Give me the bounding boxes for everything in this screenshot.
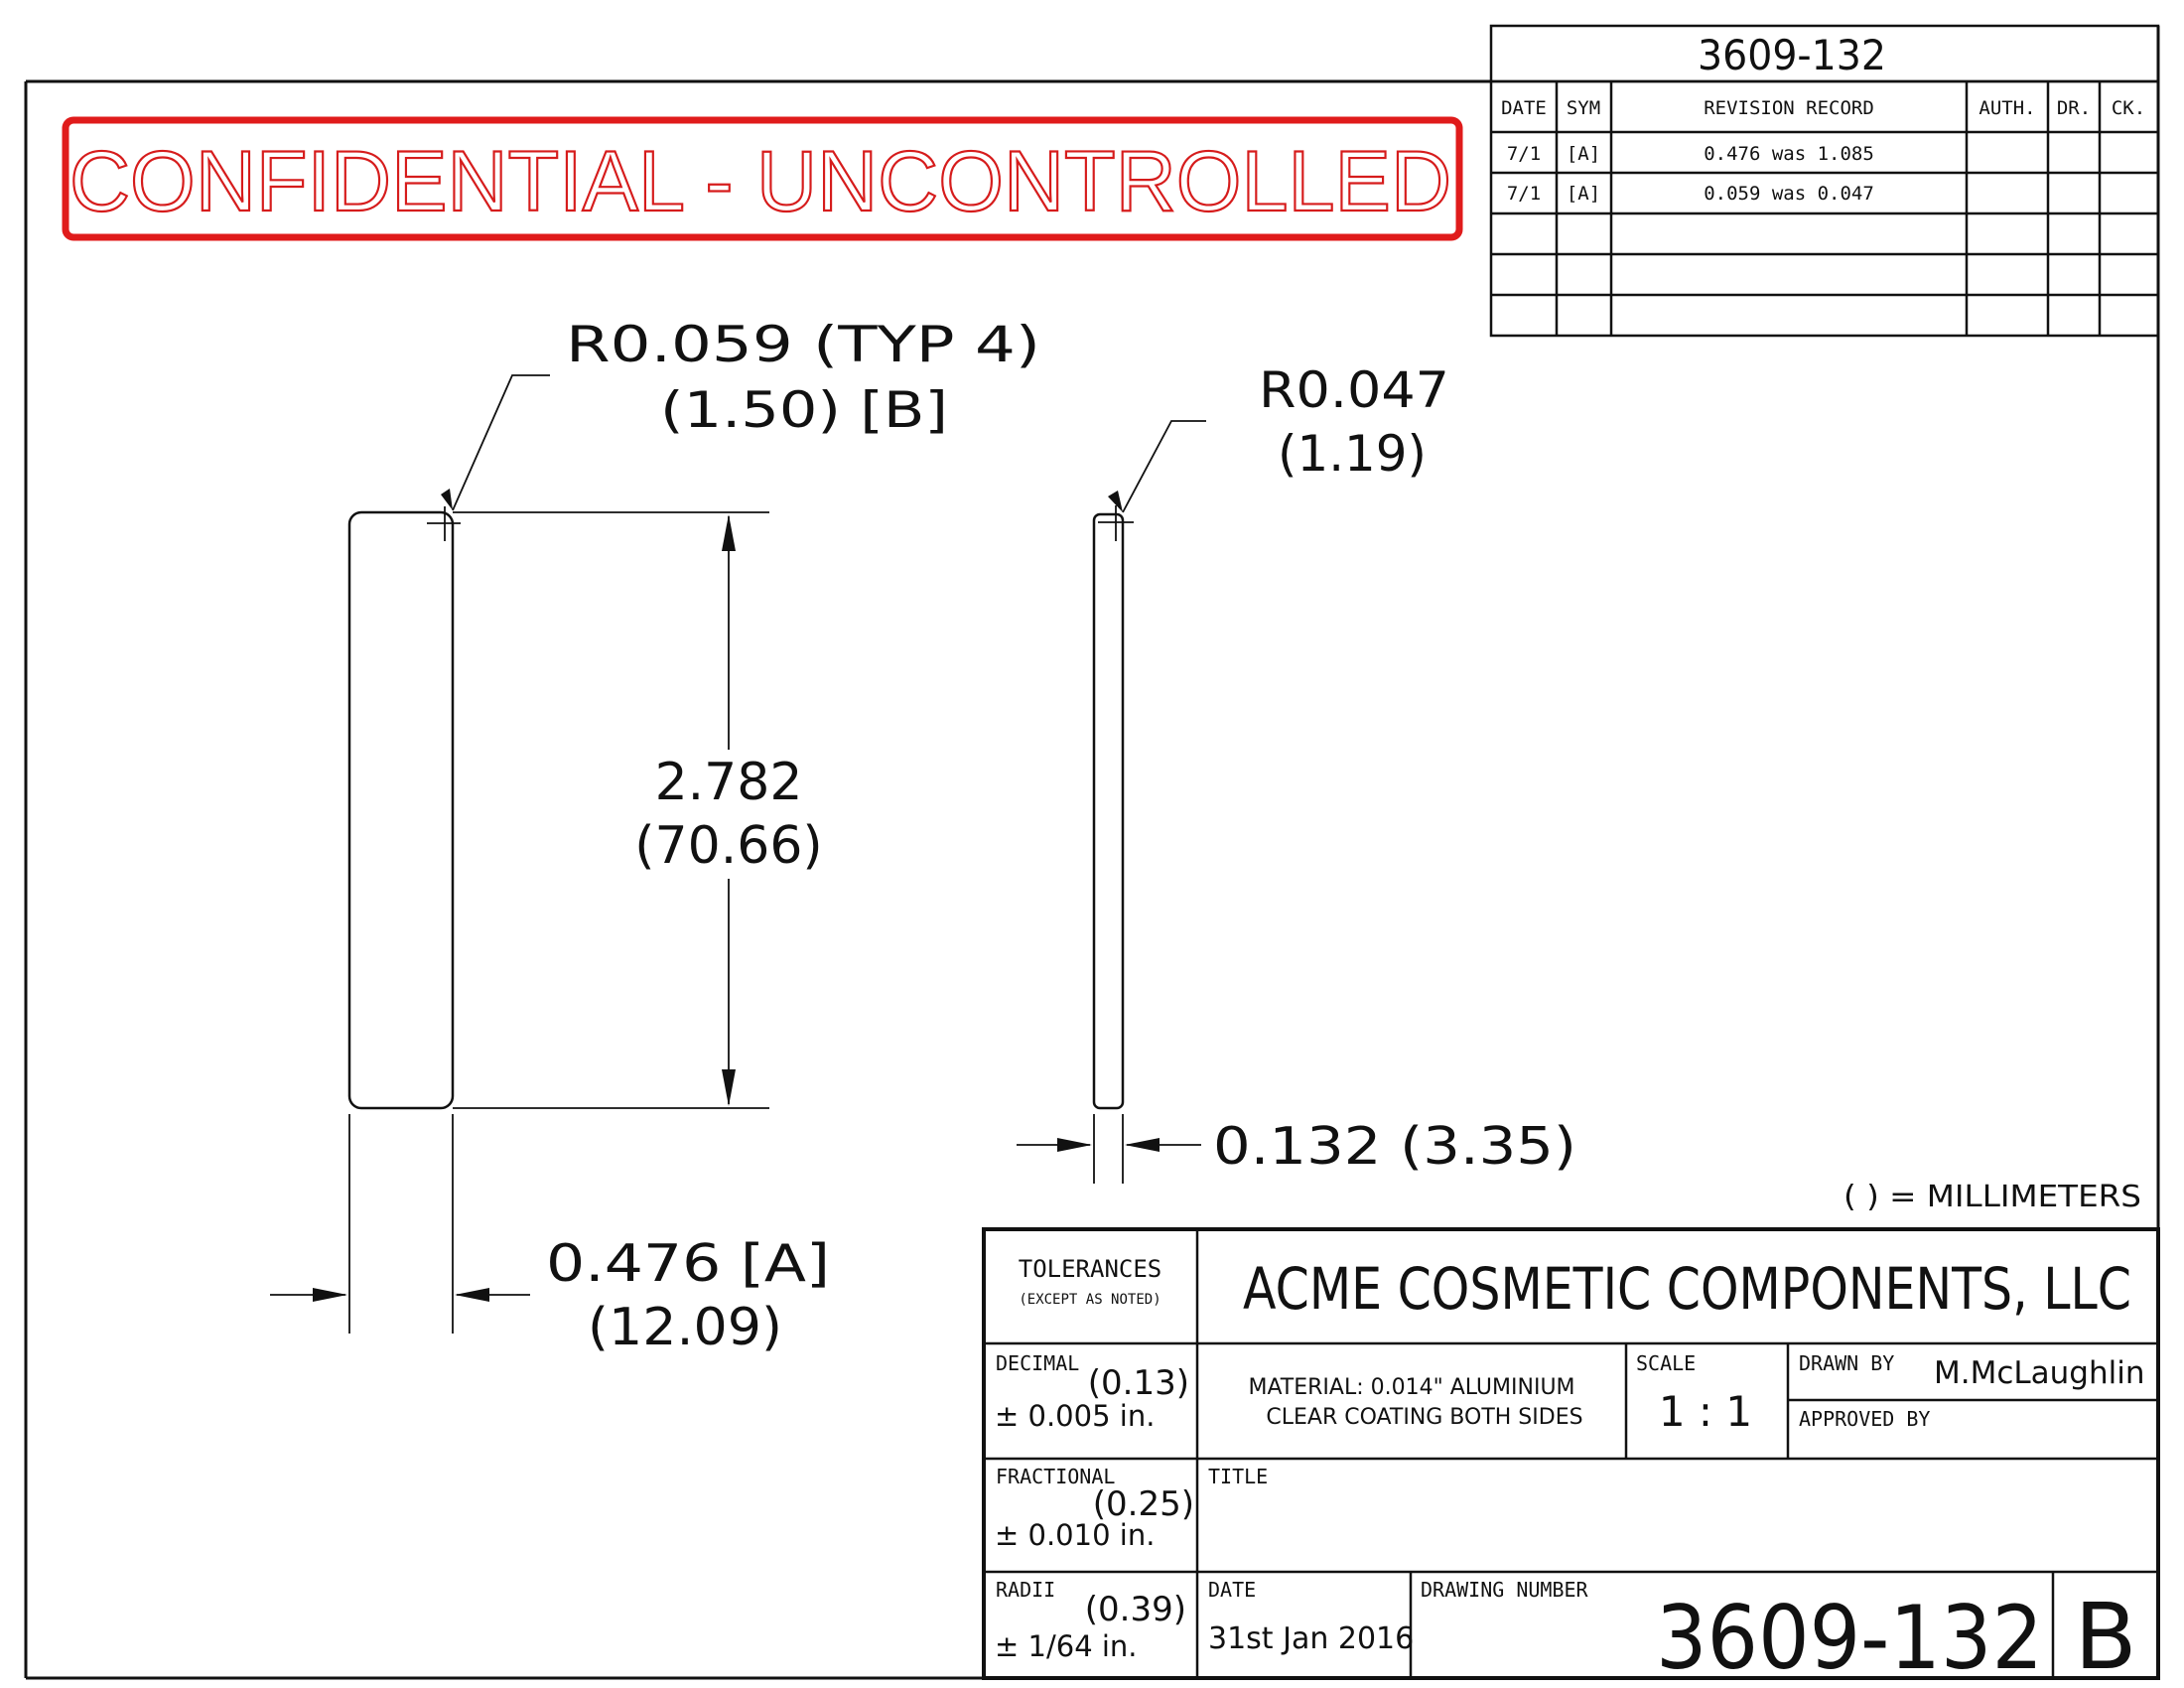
decimal-label: DECIMAL <box>996 1351 1079 1375</box>
rev-row1-sym: [A] <box>1567 143 1600 165</box>
radius-left-label-2: (1.50) [B] <box>660 381 948 439</box>
radius-right-label-2: (1.19) <box>1278 425 1427 483</box>
rev-header-sym: SYM <box>1567 97 1600 119</box>
top-drawing-number: 3609-132 <box>1698 31 1886 79</box>
confidential-stamp: CONFIDENTIAL - UNCONTROLLED <box>62 116 1463 241</box>
title-label: TITLE <box>1208 1465 1268 1488</box>
revision-table <box>1489 79 2160 338</box>
tolerances-label: TOLERANCES <box>1019 1255 1162 1283</box>
part-front-view <box>347 510 455 1110</box>
date-label: DATE <box>1208 1578 1256 1602</box>
rev-header-date: DATE <box>1501 97 1547 119</box>
fractional-value: ± 0.010 in. <box>995 1518 1155 1552</box>
side-view-arrowheads <box>1057 491 1160 1152</box>
drawing-number-label: DRAWING NUMBER <box>1421 1578 1589 1602</box>
company-name: ACME COSMETIC COMPONENTS, LLC <box>1243 1255 2131 1323</box>
side-view-dimensions <box>1017 420 1206 1184</box>
rev-row2-date: 7/1 <box>1507 183 1541 205</box>
revision-letter: B <box>2074 1584 2136 1688</box>
width-label-1: 0.476 [A] <box>546 1234 830 1294</box>
title-block-grid <box>982 1227 2160 1680</box>
confidential-stamp-text: CONFIDENTIAL - UNCONTROLLED <box>69 134 1451 229</box>
radius-right-label-1: R0.047 <box>1259 361 1449 419</box>
drawn-by-value: M.McLaughlin <box>1934 1355 2145 1391</box>
height-label-2: (70.66) <box>634 816 822 876</box>
rev-row1-date: 7/1 <box>1507 143 1541 165</box>
revision-table-text: DATE SYM REVISION RECORD AUTH. DR. CK. 7… <box>1501 97 2145 205</box>
rev-header-auth: AUTH. <box>1979 97 2035 119</box>
rev-row2-record: 0.059 was 0.047 <box>1704 183 1874 205</box>
radii-label: RADII <box>996 1578 1055 1602</box>
height-label-1: 2.782 <box>655 753 803 812</box>
decimal-mm: (0.13) <box>1088 1363 1189 1403</box>
decimal-value: ± 0.005 in. <box>995 1399 1155 1433</box>
rev-row2-sym: [A] <box>1567 183 1600 205</box>
rev-row1-record: 0.476 was 1.085 <box>1704 143 1874 165</box>
fractional-mm: (0.25) <box>1093 1484 1194 1524</box>
scale-label: SCALE <box>1636 1351 1696 1375</box>
radius-left-label-1: R0.059 (TYP 4) <box>566 316 1040 373</box>
width-label-2: (12.09) <box>588 1298 782 1357</box>
front-view-arrowheads <box>313 489 736 1302</box>
top-number-box: 3609-132 <box>1489 24 2160 83</box>
rev-header-record: REVISION RECORD <box>1704 97 1874 119</box>
scale-value: 1 : 1 <box>1659 1387 1752 1436</box>
drawing-number: 3609-132 <box>1656 1587 2043 1688</box>
date-value: 31st Jan 2016 <box>1208 1621 1414 1656</box>
units-note: ( ) = MILLIMETERS <box>1843 1180 2141 1214</box>
rev-header-ck: CK. <box>2112 97 2145 119</box>
material-line-1: MATERIAL: 0.014" ALUMINIUM <box>1248 1375 1574 1400</box>
fractional-label: FRACTIONAL <box>996 1465 1115 1488</box>
part-side-view <box>1092 512 1125 1110</box>
thickness-label: 0.132 (3.35) <box>1213 1117 1576 1177</box>
drawn-by-label: DRAWN BY <box>1799 1351 1894 1375</box>
radii-mm: (0.39) <box>1085 1590 1186 1629</box>
except-label: (EXCEPT AS NOTED) <box>1019 1292 1160 1308</box>
rev-header-dr: DR. <box>2057 97 2091 119</box>
approved-by-label: APPROVED BY <box>1799 1407 1930 1431</box>
radii-value: ± 1/64 in. <box>995 1629 1138 1663</box>
material-line-2: CLEAR COATING BOTH SIDES <box>1266 1405 1582 1430</box>
